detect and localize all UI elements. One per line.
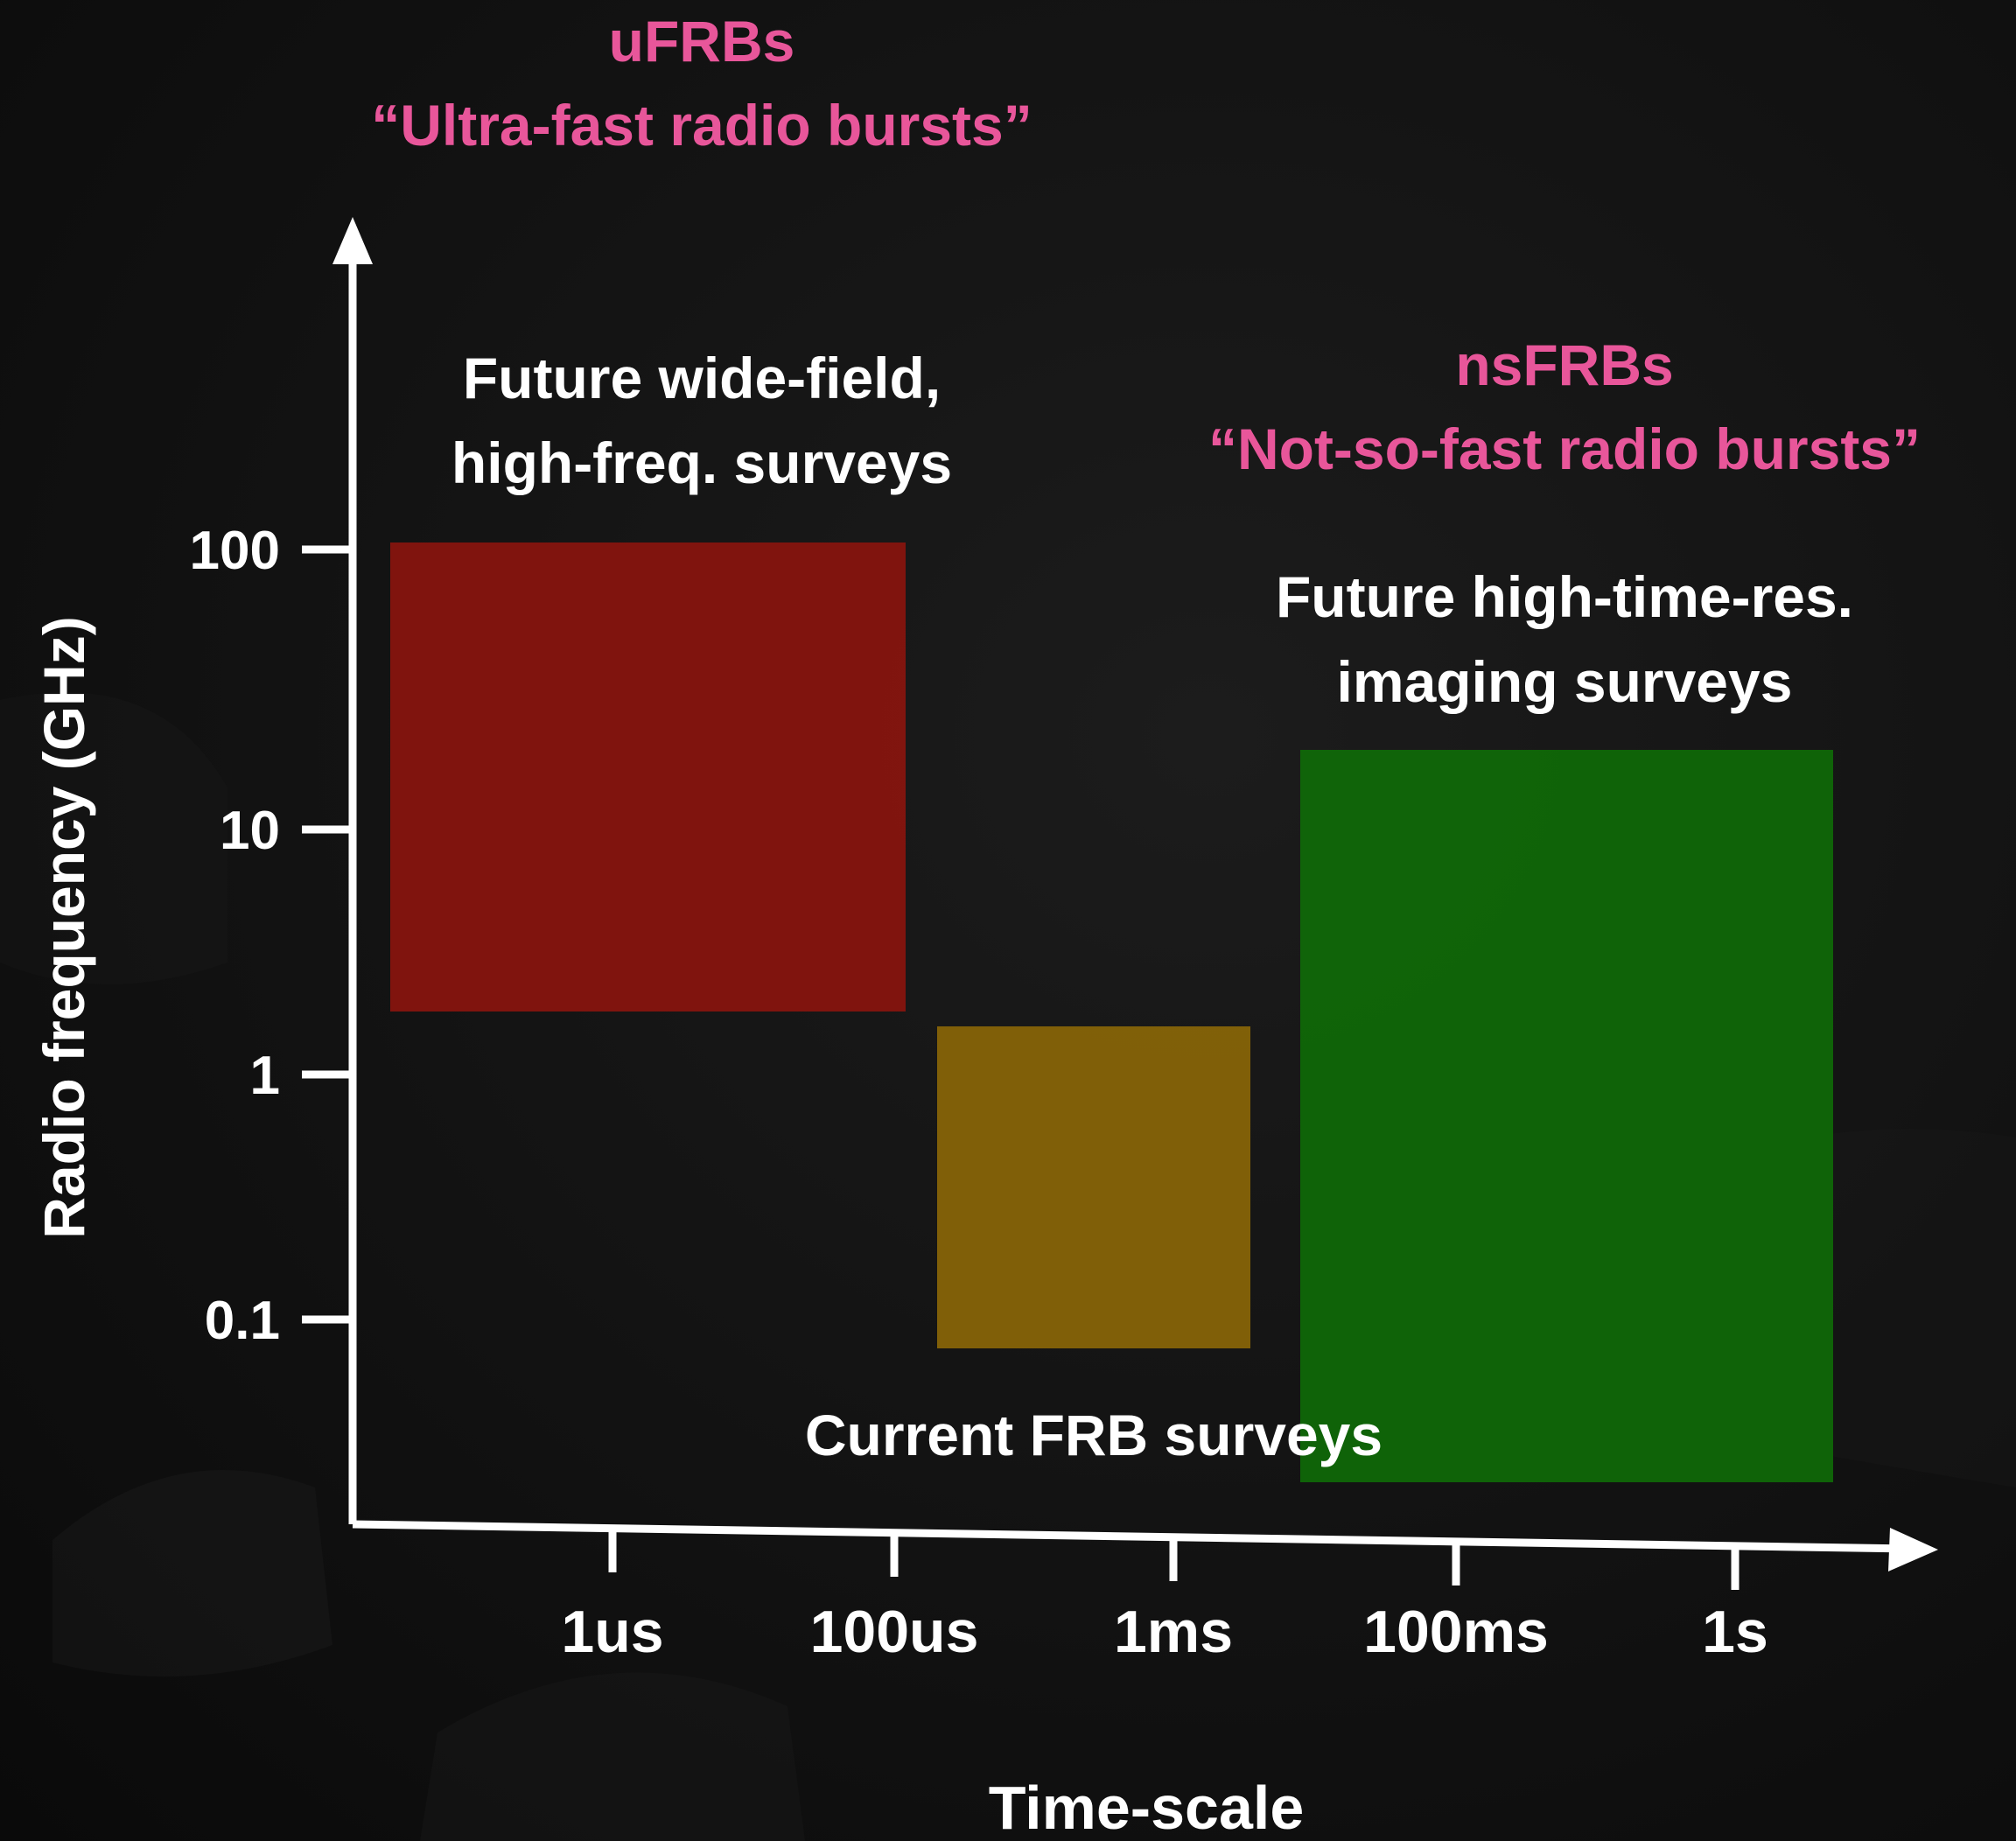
x-tick-label-1ms: 1ms [1114, 1599, 1233, 1665]
x-tick-label-100us: 100us [810, 1599, 979, 1665]
y-tick-label-100: 100 [190, 521, 280, 581]
x-tick-label-100ms: 100ms [1363, 1599, 1549, 1665]
ufrb-title: uFRBs [609, 9, 795, 74]
current-frb-label: Current FRB surveys [805, 1403, 1382, 1467]
high-time-label-line1: Future high-time-res. [1276, 564, 1853, 629]
x-axis-line [352, 1520, 1908, 1553]
y-ticks [302, 545, 353, 1324]
y-tick-label-1: 1 [250, 1046, 280, 1106]
nsfrb-region [1300, 750, 1833, 1482]
nsfrb-subtitle: “Not-so-fast radio bursts” [1208, 416, 1921, 481]
x-tick-label-1s: 1s [1702, 1599, 1768, 1665]
nsfrb-title: nsFRBs [1455, 332, 1673, 397]
y-axis-arrowhead [332, 217, 373, 264]
current-frb-region [937, 1026, 1250, 1348]
wide-field-label-line2: high-freq. surveys [452, 430, 952, 495]
y-tick-label-10: 10 [220, 801, 280, 861]
ufrb-subtitle: “Ultra-fast radio bursts” [371, 93, 1032, 158]
x-ticks [608, 1529, 1740, 1590]
ufrb-region [390, 542, 906, 1012]
x-axis-arrowhead [1888, 1528, 1938, 1572]
high-time-label-line2: imaging surveys [1337, 649, 1793, 714]
y-axis-title: Radio frequency (GHz) [32, 616, 96, 1238]
x-tick-label-1us: 1us [561, 1599, 663, 1665]
x-axis-title: Time-scale [989, 1774, 1305, 1841]
axes [348, 249, 1908, 1553]
wide-field-label-line1: Future wide-field, [463, 346, 941, 410]
y-tick-label-0.1: 0.1 [205, 1291, 280, 1351]
